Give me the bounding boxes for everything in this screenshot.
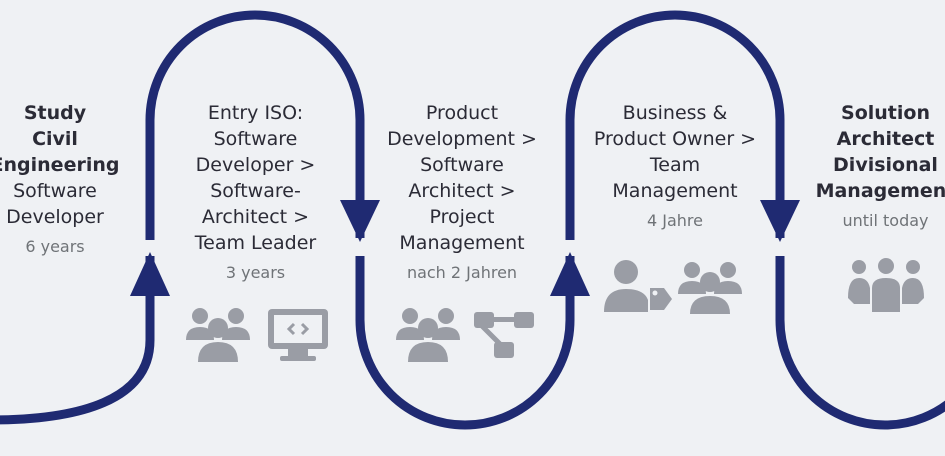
stage-line: Software (13, 180, 97, 202)
stage-icons (604, 256, 749, 316)
stage-entry-iso: Entry ISO: Software Developer > Software… (178, 100, 333, 282)
stage-line: Study (23, 102, 87, 124)
stage-line: Development > (387, 128, 537, 150)
stage-line: Management (399, 232, 525, 254)
stage-line: Architect (836, 128, 935, 150)
arrow-up-icon (550, 252, 590, 296)
stage-line: Architect > (201, 206, 310, 228)
stage-product-development: Product Development > Software Architect… (382, 100, 542, 282)
stage-duration: 3 years (225, 263, 286, 282)
stage-line: Civil (32, 128, 78, 150)
arrow-down-icon (760, 200, 800, 242)
stage-line: Divisional (833, 154, 938, 176)
team-icon (396, 308, 460, 362)
stage-line: Project (429, 206, 495, 228)
user-tag-icon (604, 260, 672, 312)
team-icon (678, 262, 742, 314)
stage-line: Solution (841, 102, 930, 124)
stage-line: Engineering (0, 154, 120, 176)
path-gap (560, 240, 580, 256)
stage-line: Team Leader (194, 232, 317, 254)
stage-icons (396, 306, 541, 364)
stage-line: Software (213, 128, 298, 150)
team-icon (186, 308, 250, 362)
arrow-up-icon (130, 252, 170, 296)
career-path-line (0, 10, 945, 430)
stage-line: Architect > (408, 180, 516, 202)
stage-icons (186, 306, 331, 364)
stage-line: Team (649, 154, 701, 176)
stage-study: Study Civil Engineering Software Develop… (0, 100, 130, 256)
hierarchy-icon (474, 312, 534, 358)
stage-line: Software (420, 154, 504, 176)
stage-line: Product Owner > (593, 128, 757, 150)
monitor-code-icon (268, 309, 328, 361)
stage-solution-architect: Solution Architect Divisional Management… (808, 100, 945, 230)
stage-line: Business & (622, 102, 728, 124)
path-gap (770, 238, 790, 256)
stage-duration: 6 years (25, 237, 85, 256)
stage-line: Management (815, 180, 945, 202)
stage-business-product-owner: Business & Product Owner > Team Manageme… (590, 100, 760, 230)
stage-line: Entry ISO: (207, 102, 304, 124)
stage-line: Management (612, 180, 738, 202)
group-icon (848, 258, 924, 312)
stage-duration: nach 2 Jahren (406, 263, 518, 282)
arrow-down-icon (340, 200, 380, 242)
stage-duration: 4 Jahre (647, 211, 703, 230)
stage-icons (848, 258, 924, 314)
stage-line: Product (425, 102, 499, 124)
stage-line: Developer > (195, 154, 316, 176)
path-gap (140, 240, 160, 256)
stage-line: Developer (6, 206, 104, 228)
path-gap (350, 238, 370, 256)
stage-line: Software- (210, 180, 301, 202)
stage-duration: until today (842, 211, 929, 230)
